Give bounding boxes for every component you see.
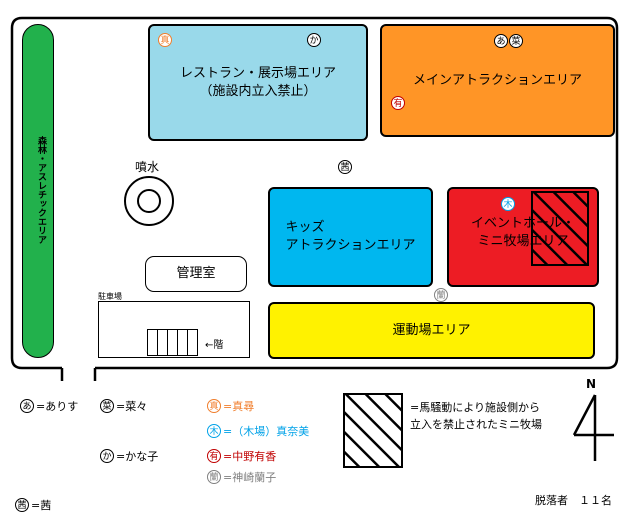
legend-masami: 木 =（木場）真奈美 [207, 423, 309, 439]
legend-hatch-line-1: =馬騒動により施設側から [410, 401, 540, 414]
stairs-label: ←階 [205, 340, 224, 351]
legend-kanako-label: =かな子 [116, 450, 159, 463]
forest-area [22, 24, 54, 358]
parking-spaces [147, 329, 198, 356]
main-attraction-label: メインアトラクションエリア [412, 72, 582, 88]
event-hall-labels: イベントホール・ ミニ牧場エリア [447, 215, 599, 250]
office-label: 管理室 [176, 266, 216, 282]
marker-arisu: あ [494, 34, 508, 48]
fountain-label: 噴水 [135, 160, 160, 174]
legend-arika: 有 =中野有香 [207, 448, 276, 464]
hatch-pattern [533, 193, 587, 264]
marker-ranko: 蘭 [434, 288, 448, 302]
legend-nana-icon: 菜 [100, 399, 114, 413]
legend-mahiro-icon: 真 [207, 399, 221, 413]
legend-hatch-text: =馬騒動により施設側から 立入を禁止されたミニ牧場 [410, 400, 542, 433]
office-building: 管理室 [145, 256, 247, 292]
legend-hatch-pattern [345, 395, 401, 466]
legend-arika-icon: 有 [207, 449, 221, 463]
forest-area-label: 森林・アスレチックエリア [36, 136, 46, 244]
sports-ground-area: 運動場エリア [268, 302, 595, 359]
legend-kanako-icon: か [100, 449, 114, 463]
mini-farm-hatch [531, 191, 589, 266]
compass-icon [572, 394, 614, 461]
legend-arisu-label: =ありす [36, 400, 79, 413]
kids-area-label-2: アトラクションエリア [285, 238, 416, 253]
legend-arika-label: =中野有香 [223, 450, 277, 463]
legend-akane-icon: 茜 [15, 498, 29, 512]
marker-mahiro: 真 [158, 33, 172, 47]
legend-akane: 茜 =茜 [15, 497, 51, 513]
legend-kanako: か =かな子 [100, 448, 158, 464]
legend-akane-label: =茜 [31, 499, 52, 512]
legend-arisu-icon: あ [20, 399, 34, 413]
legend-nana-label: =菜々 [116, 400, 148, 413]
legend-masami-label: =（木場）真奈美 [223, 425, 310, 438]
legend-masami-icon: 木 [207, 424, 221, 438]
dropout-count: 脱落者 １１名 [535, 494, 612, 507]
sports-ground-label: 運動場エリア [392, 322, 471, 338]
kids-attraction-area: キッズ アトラクションエリア [268, 187, 433, 287]
legend-ranko-icon: 蘭 [207, 470, 221, 484]
legend-nana: 菜 =菜々 [100, 398, 147, 414]
compass-north-label: N [586, 377, 597, 391]
marker-masami: 木 [501, 197, 515, 211]
event-hall-label-1: イベントホール・ [470, 216, 575, 231]
legend-ranko: 蘭 =神崎蘭子 [207, 469, 276, 485]
restaurant-area-label: レストラン・展示場エリア [179, 65, 336, 81]
legend-hatch-line-2: 立入を禁止されたミニ牧場 [410, 417, 542, 431]
event-hall-label-2: ミニ牧場エリア [477, 233, 569, 249]
marker-nana: 菜 [509, 34, 523, 48]
parking-label: 駐車場 [98, 292, 122, 301]
marker-kanako: か [307, 33, 321, 47]
restaurant-area: レストラン・展示場エリア （施設内立入禁止） [148, 24, 368, 141]
marker-arika: 有 [391, 96, 405, 110]
legend-mahiro-label: =真尋 [223, 400, 255, 413]
restaurant-area-note: （施設内立入禁止） [199, 83, 317, 99]
legend-hatch-box [343, 393, 403, 468]
kids-area-label-1: キッズ [285, 220, 325, 236]
fountain-icon [124, 176, 174, 226]
legend-arisu: あ =ありす [20, 398, 78, 414]
legend-ranko-label: =神崎蘭子 [223, 471, 277, 484]
legend-mahiro: 真 =真尋 [207, 398, 254, 414]
marker-akane: 茜 [338, 160, 352, 174]
